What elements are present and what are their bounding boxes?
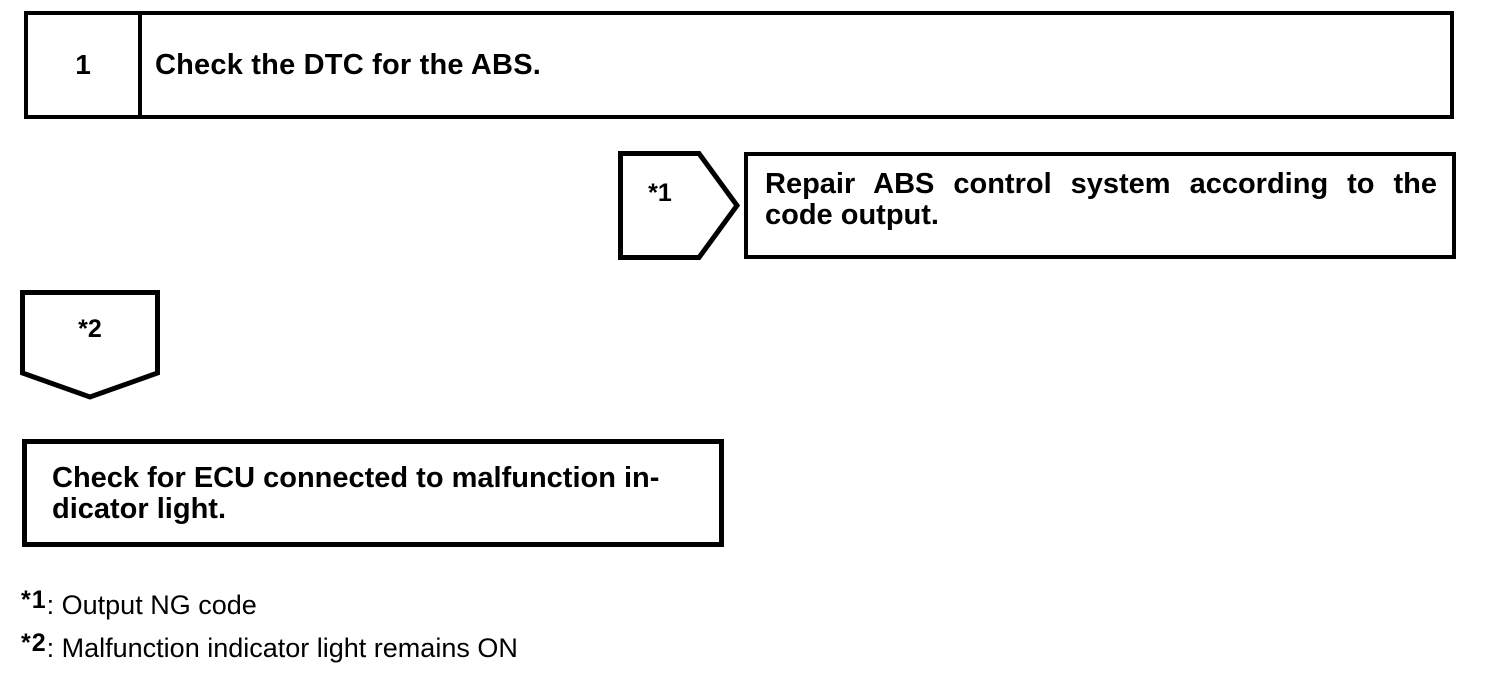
- footnote-1-marker: *1: [21, 586, 47, 614]
- result-box-repair: Repair ABS control system according to t…: [744, 152, 1456, 259]
- pentagon-down-icon: [20, 290, 160, 400]
- step-title: Check the DTC for the ABS.: [155, 48, 541, 81]
- connector-pentagon-down: *2: [20, 290, 160, 400]
- action-box-line2: dicator light.: [52, 493, 226, 525]
- action-box-check-ecu: Check for ECU connected to malfunction i…: [22, 439, 724, 547]
- footnote-1-text: : Output NG code: [46, 590, 257, 620]
- connector-pentagon-right: *1: [618, 151, 740, 260]
- pentagon-right-label: *1: [648, 179, 672, 207]
- result-box-line2: code output.: [765, 199, 939, 231]
- footnote-1: *1: Output NG code: [21, 581, 518, 624]
- action-box-line1: Check for ECU connected to malfunction i…: [52, 462, 660, 494]
- step-header-box: 1 Check the DTC for the ABS.: [24, 11, 1454, 119]
- footnote-2: *2: Malfunction indicator light remains …: [21, 624, 518, 667]
- pentagon-down-label: *2: [78, 315, 102, 343]
- step-number: 1: [28, 15, 142, 115]
- footnotes: *1: Output NG code *2: Malfunction indic…: [21, 581, 518, 667]
- footnote-2-marker: *2: [21, 629, 47, 657]
- pentagon-right-icon: [618, 151, 740, 260]
- footnote-2-text: : Malfunction indicator light remains ON: [46, 633, 518, 663]
- result-box-line1: Repair ABS control system according to t…: [765, 168, 1437, 200]
